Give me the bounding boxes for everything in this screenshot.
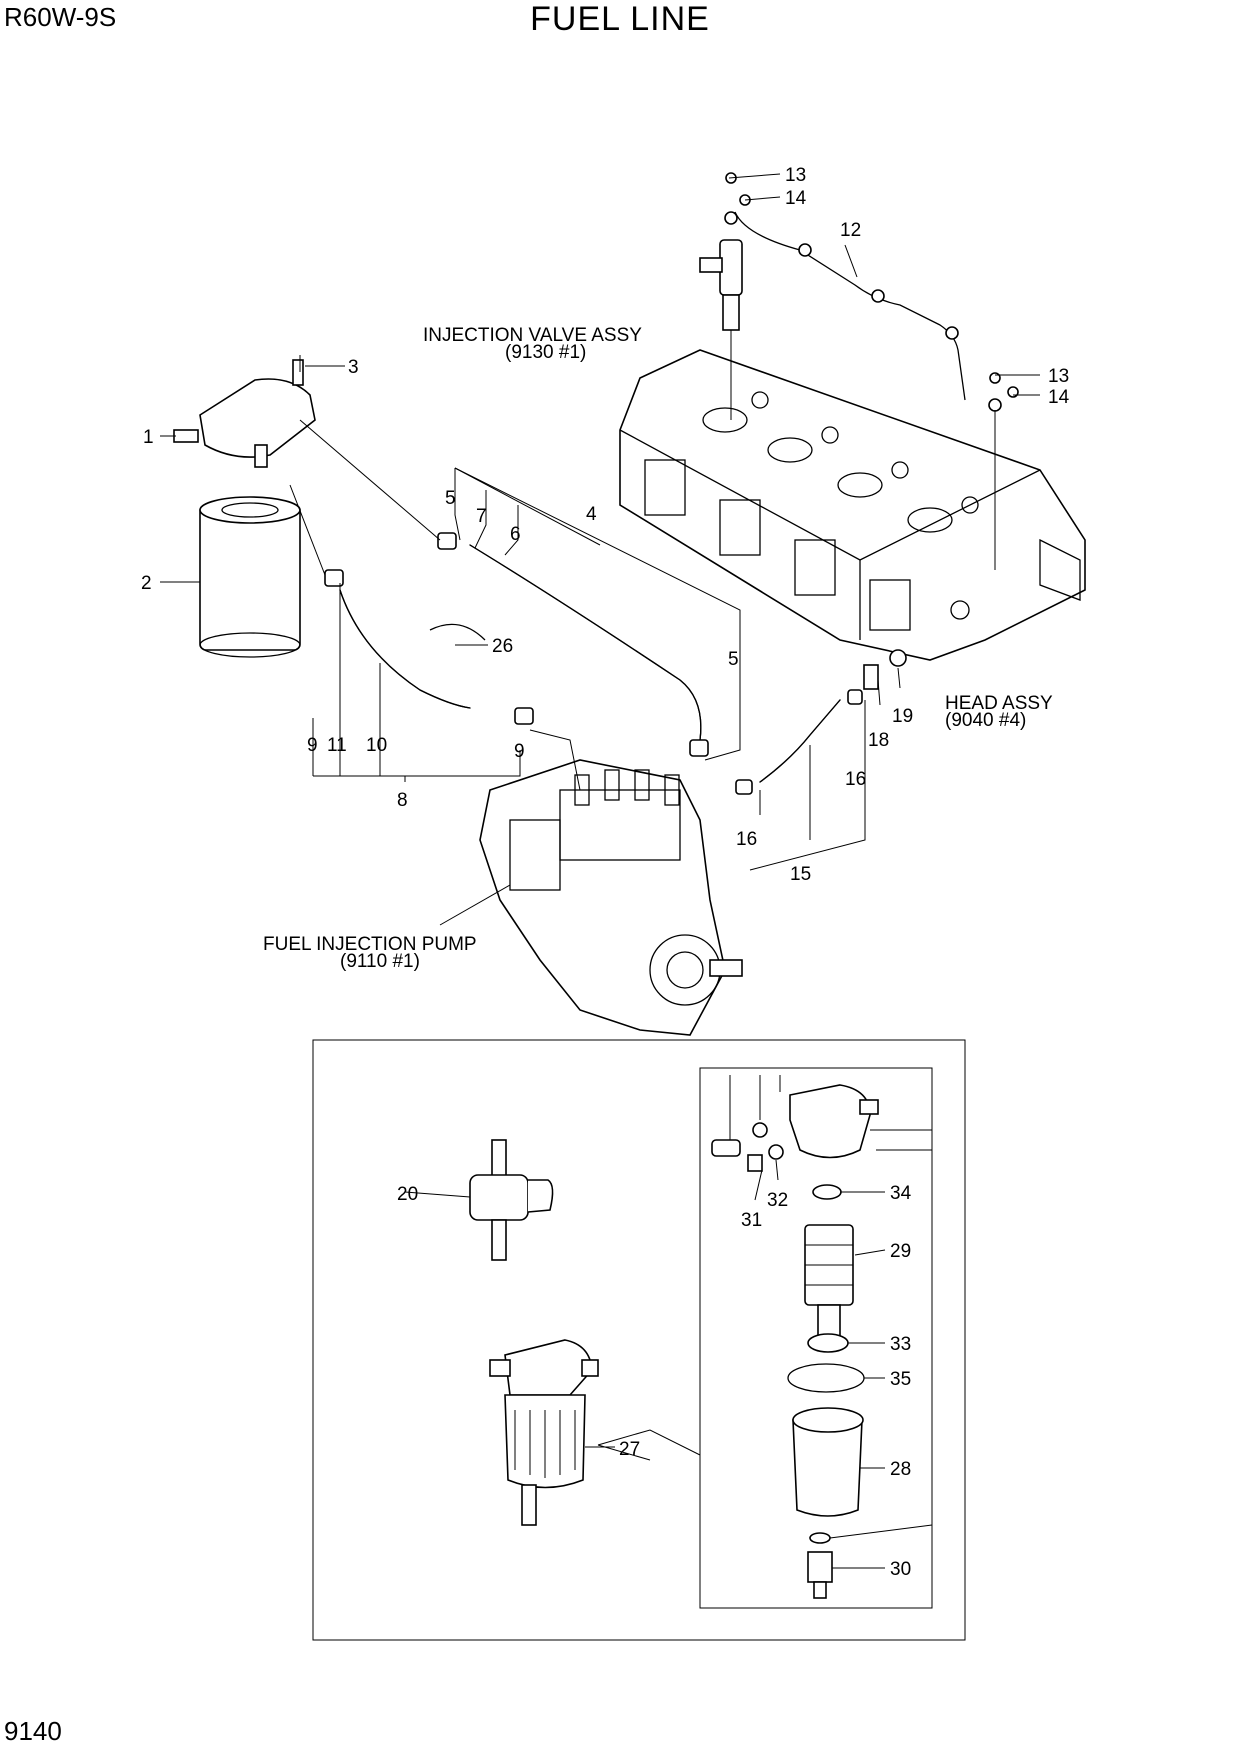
part-label-33: 33 <box>890 1334 911 1355</box>
part-label-14-upper: 14 <box>785 188 807 209</box>
caption-fuel-injection-pump-ref: (9110 #1) <box>340 951 420 972</box>
part-label-2: 2 <box>141 573 152 594</box>
part-label-10: 10 <box>366 735 387 756</box>
separator-exploded-drawing <box>711 1084 879 1599</box>
part-label-7: 7 <box>476 506 487 527</box>
part-label-32: 32 <box>767 1190 788 1211</box>
part-label-9-right: 9 <box>514 741 525 762</box>
caption-injection-valve: INJECTION VALVE ASSY <box>423 325 642 346</box>
hoses-drawing <box>324 532 907 795</box>
caption-head-assy: HEAD ASSY <box>945 693 1053 714</box>
part-label-34: 34 <box>890 1183 912 1204</box>
part-label-1: 1 <box>143 427 154 448</box>
cylinder-head-drawing <box>619 349 1086 661</box>
part-label-13-upper: 13 <box>785 165 806 186</box>
detail-frame <box>312 1039 966 1641</box>
part-label-20: 20 <box>397 1184 418 1205</box>
separator-exploded-frame <box>699 1067 933 1609</box>
part-label-11: 11 <box>327 735 347 756</box>
injection-valve-drawing <box>699 211 743 420</box>
part-label-28: 28 <box>890 1459 911 1480</box>
fuel-filter-drawing <box>173 355 316 658</box>
part-label-19: 19 <box>892 706 913 727</box>
part-label-9-left: 9 <box>307 735 318 756</box>
part-label-8: 8 <box>397 790 408 811</box>
part-label-15: 15 <box>790 864 811 885</box>
page-title: FUEL LINE <box>530 0 710 38</box>
leader-lines <box>160 173 1040 1569</box>
part-label-30: 30 <box>890 1559 911 1580</box>
part-label-31: 31 <box>741 1210 762 1231</box>
part-label-5-upper: 5 <box>445 488 456 509</box>
caption-fuel-injection-pump: FUEL INJECTION PUMP <box>263 934 477 955</box>
part-label-16-right: 16 <box>845 769 866 790</box>
part-label-27: 27 <box>619 1439 640 1460</box>
part-labels: 1 2 3 4 5 5 6 7 8 9 9 10 11 12 13 13 14 … <box>141 165 1070 1580</box>
fuel-injection-pump-drawing <box>479 759 743 1036</box>
part-label-12: 12 <box>840 220 861 241</box>
captions: INJECTION VALVE ASSY (9130 #1) HEAD ASSY… <box>263 325 1053 972</box>
model-number: R60W-9S <box>4 2 117 32</box>
page-number: 9140 <box>4 1716 62 1746</box>
part-label-6: 6 <box>510 524 521 545</box>
caption-head-assy-ref: (9040 #4) <box>945 710 1026 731</box>
part-label-4: 4 <box>586 504 597 525</box>
part-20-drawing <box>469 1139 554 1261</box>
part-label-14-lower: 14 <box>1048 387 1070 408</box>
part-label-3: 3 <box>348 357 359 378</box>
part-label-5-lower: 5 <box>728 649 739 670</box>
part-label-13-lower: 13 <box>1048 366 1069 387</box>
part-label-35: 35 <box>890 1369 911 1390</box>
part-label-26: 26 <box>492 636 513 657</box>
part-label-29: 29 <box>890 1241 911 1262</box>
part-label-16-left: 16 <box>736 829 757 850</box>
part-27-drawing <box>489 1339 599 1526</box>
caption-injection-valve-ref: (9130 #1) <box>505 342 586 363</box>
leak-off-pipe-drawing <box>725 172 1019 570</box>
part-label-18: 18 <box>868 730 889 751</box>
